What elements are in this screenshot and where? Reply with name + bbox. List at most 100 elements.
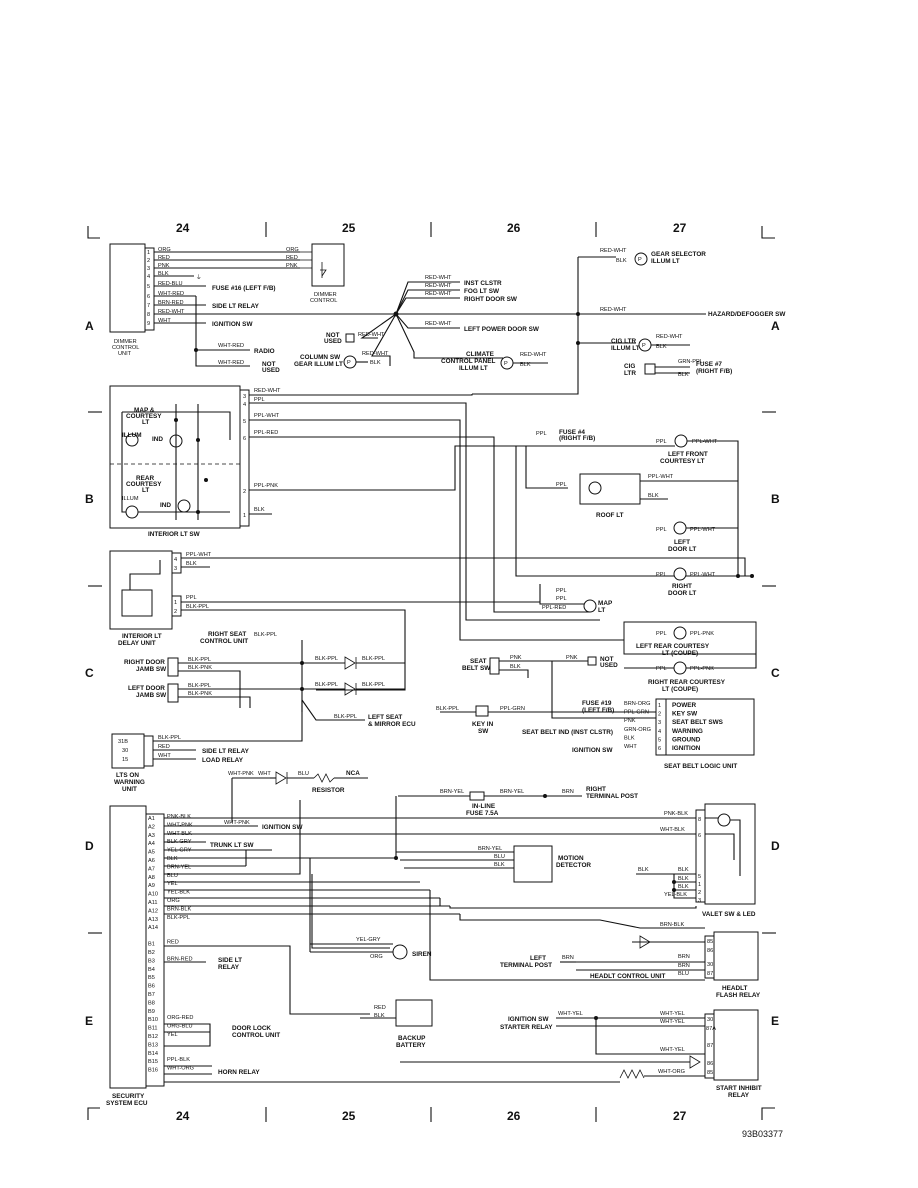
ppl-wht-label-roof: PPL-WHT — [648, 474, 674, 480]
warn-pin-15: 15 — [122, 757, 128, 763]
row-label-e-left: E — [85, 1014, 93, 1028]
ignition-sw-label-d: IGNITION SW — [262, 824, 303, 831]
blk-label-valet3: BLK — [678, 876, 689, 882]
blk-pnk-label-lj: BLK-PNK — [188, 691, 212, 697]
ecu-wire-b15: PPL-BLK — [167, 1057, 190, 1063]
roof-lt-label: ROOF LT — [596, 512, 624, 519]
ecu-wire-b1: RED — [167, 940, 179, 946]
col-label-26-bottom: 26 — [507, 1109, 521, 1123]
ecu-wire-a11: ORG — [167, 898, 180, 904]
fuse16-label: FUSE #16 (LEFT F/B) — [212, 285, 276, 292]
svg-text:3: 3 — [243, 394, 246, 400]
row-label-a-right: A — [771, 319, 780, 333]
logic-wire-4: GRN-ORG — [624, 727, 651, 733]
side-lt-relay-label: SIDE LT RELAY — [212, 303, 260, 310]
illum-label-2: ILLUM — [122, 496, 139, 502]
start-inhibit-relay: 30 87A 87 86 85 WHT-YEL WHT-YEL WHT-YEL … — [164, 1009, 762, 1099]
dimmer-pin-1: 1 — [147, 250, 150, 256]
figure-id: 93B03377 — [742, 1129, 783, 1139]
ecu-pin-b12: B12 — [148, 1034, 158, 1040]
svg-text:5: 5 — [698, 874, 701, 880]
headlt-pin-85: 85 — [707, 939, 713, 945]
valet-sw-label: VALET SW & LED — [702, 911, 756, 918]
svg-text:P: P — [347, 360, 351, 366]
interior-lt-wires: RED-WHT PPL PPL-WHT PPL-RED PPL-PNK BLK — [249, 388, 755, 641]
fuse19-label: FUSE #19(LEFT F/B) — [582, 700, 614, 714]
ecu-wire-a13: BLK-PPL — [167, 915, 190, 921]
logic-pin-5: 5 — [658, 737, 661, 743]
red-wht-label-2: RED-WHT — [425, 283, 452, 289]
wht-yel-label-s3: WHT-YEL — [660, 1019, 685, 1025]
red-wire-label-1: RED — [286, 255, 298, 261]
trunk-lt-sw-label: TRUNK LT SW — [210, 842, 255, 849]
svg-text:1: 1 — [243, 513, 246, 519]
brn-label-hl1: BRN — [678, 954, 690, 960]
valet-sw-led: 8 6 5 1 2 3 BLK BLK BLK BLK YEL-BLK VALE… — [439, 803, 756, 918]
ignition-sw-label-e: IGNITION SW — [508, 1016, 549, 1023]
svg-text:6: 6 — [243, 436, 246, 442]
ecu-wire-a5: YEL-GRY — [167, 848, 192, 854]
row-label-b-right: B — [771, 492, 780, 506]
dimmer-wire-label-7: BRN-RED — [158, 300, 183, 306]
dimmer-pin-9: 9 — [147, 321, 150, 327]
wht-red-label-radio: WHT-RED — [218, 343, 244, 349]
delay-pin-1: 1 — [174, 600, 177, 606]
dimmer-wire-label-4: BLK — [158, 271, 169, 277]
ppl-label-delay: PPL — [186, 595, 197, 601]
ecu-wire-a6: BLK — [167, 856, 178, 862]
logic-func-2: KEY SW — [672, 711, 698, 718]
ppl-grn-label-key: PPL-GRN — [500, 706, 525, 712]
dimmer-wire-label-6: WHT-RED — [158, 291, 184, 297]
lts-load-relay: LOAD RELAY — [202, 757, 244, 764]
ecu-pin-b9: B9 — [148, 1009, 155, 1015]
headlt-pin-30: 30 — [707, 962, 713, 968]
logic-pin-1: 1 — [658, 703, 661, 709]
ecu-wire-a9: YEL — [167, 881, 178, 887]
red-wht-label-9: RED-WHT — [600, 307, 627, 313]
blk-label-cig: BLK — [656, 344, 667, 350]
col-label-24-top: 24 — [176, 221, 190, 235]
start-pin-87a: 87A — [706, 1026, 716, 1032]
brn-yel-label-md: BRN-YEL — [478, 846, 502, 852]
ecu-pin-b5: B5 — [148, 975, 155, 981]
illum-label-1: ILLUM — [122, 432, 142, 439]
logic-wire-3: PNK — [624, 718, 636, 724]
svg-text:3: 3 — [698, 898, 701, 904]
red-wht-label-int: RED-WHT — [254, 388, 281, 394]
warn-pin-30: 30 — [122, 748, 128, 754]
siren: YEL-GRY ORG SIREN — [310, 937, 432, 960]
col-label-25-top: 25 — [342, 221, 356, 235]
svg-text:4: 4 — [243, 402, 246, 408]
ppl-label-lf: PPL — [656, 439, 667, 445]
nca-label: NCA — [346, 770, 360, 777]
fuse4-label: FUSE #4(RIGHT F/B) — [559, 429, 595, 442]
seat-belt-ind-label: SEAT BELT IND (INST CLSTR) — [522, 729, 613, 736]
resistor-label: RESISTOR — [312, 787, 345, 794]
logic-pin-4: 4 — [658, 729, 661, 735]
dimmer-wires: ⏚ — [154, 251, 396, 367]
blk-ppl-label-d1: BLK-PPL — [315, 656, 338, 662]
svg-text:6: 6 — [698, 833, 701, 839]
wht-yel-label-s4: WHT-YEL — [660, 1047, 685, 1053]
dimmer-pin-7: 7 — [147, 303, 150, 309]
red-wht-label-4: RED-WHT — [425, 321, 452, 327]
dimmer-pin-3: 3 — [147, 266, 150, 272]
pnk-blk-label-valet: PNK-BLK — [664, 811, 688, 817]
row-label-b-left: B — [85, 492, 94, 506]
